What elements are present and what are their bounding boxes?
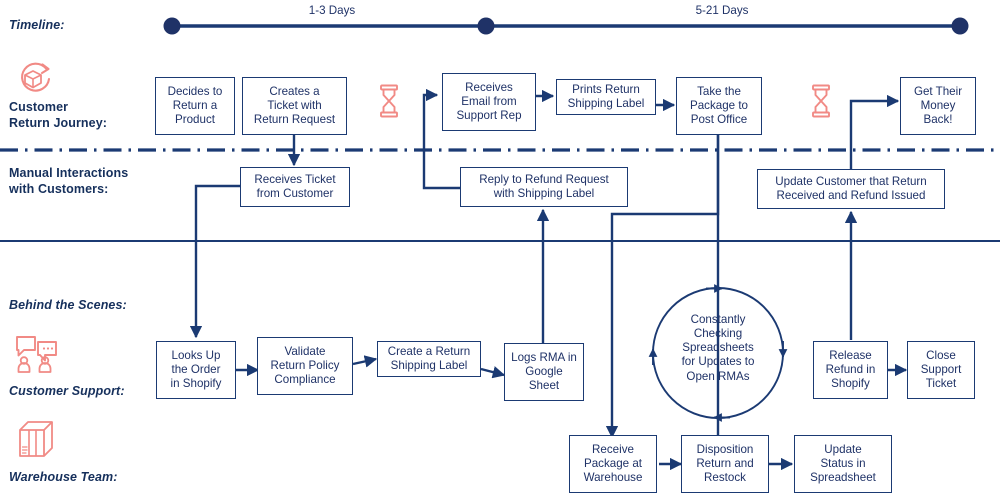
timeline-axis bbox=[163, 17, 969, 35]
node-constantly-checking: Constantly Checking Spreadsheets for Upd… bbox=[681, 313, 755, 383]
lane-label-behind-the-scenes: Behind the Scenes: bbox=[9, 298, 127, 312]
edge-receives-to-looksup bbox=[189, 184, 241, 339]
chat-support-icon bbox=[14, 333, 60, 375]
lane-label-customer-support: Customer Support: bbox=[9, 384, 125, 398]
timeline-label-1: 1-3 Days bbox=[308, 4, 356, 17]
node-get-money-back[interactable]: Get Their Money Back! bbox=[900, 77, 976, 135]
node-receives-email[interactable]: Receives Email from Support Rep bbox=[442, 73, 536, 131]
lane-label-warehouse-team: Warehouse Team: bbox=[9, 470, 118, 484]
edge-createlabel-to-logsrma bbox=[480, 366, 506, 379]
hourglass-icon bbox=[378, 84, 400, 118]
node-update-customer[interactable]: Update Customer that Return Received and… bbox=[757, 169, 945, 209]
lane-label-timeline: Timeline: bbox=[9, 18, 65, 32]
timeline-label-2: 5-21 Days bbox=[695, 4, 749, 17]
node-logs-rma[interactable]: Logs RMA in Google Sheet bbox=[504, 343, 584, 401]
node-update-status[interactable]: Update Status in Spreadsheet bbox=[794, 435, 892, 493]
node-reply-refund[interactable]: Reply to Refund Request with Shipping La… bbox=[460, 167, 628, 207]
node-close-ticket[interactable]: Close Support Ticket bbox=[907, 341, 975, 399]
node-receive-package[interactable]: Receive Package at Warehouse bbox=[569, 435, 657, 493]
return-package-icon bbox=[14, 62, 56, 96]
node-take-package[interactable]: Take the Package to Post Office bbox=[676, 77, 762, 135]
hourglass-icon bbox=[810, 84, 832, 118]
node-release-refund[interactable]: Release Refund in Shopify bbox=[813, 341, 888, 399]
edge-update-to-getmoney bbox=[849, 94, 900, 169]
node-prints-label[interactable]: Prints Return Shipping Label bbox=[556, 79, 656, 115]
node-create-label[interactable]: Create a Return Shipping Label bbox=[377, 341, 481, 377]
edge-validate-to-createlabel bbox=[352, 355, 378, 368]
lane-label-customer-return-journey: Customer Return Journey: bbox=[9, 100, 108, 130]
node-disposition-return[interactable]: Disposition Return and Restock bbox=[681, 435, 769, 493]
node-decides-to-return[interactable]: Decides to Return a Product bbox=[155, 77, 235, 135]
node-receives-ticket[interactable]: Receives Ticket from Customer bbox=[240, 167, 350, 207]
node-creates-ticket[interactable]: Creates a Ticket with Return Request bbox=[242, 77, 347, 135]
node-looks-up-order[interactable]: Looks Up the Order in Shopify bbox=[156, 341, 236, 399]
warehouse-boxes-icon bbox=[16, 418, 60, 460]
lane-label-manual-interactions: Manual Interactions with Customers: bbox=[9, 166, 129, 196]
node-validate-policy[interactable]: Validate Return Policy Compliance bbox=[257, 337, 353, 395]
